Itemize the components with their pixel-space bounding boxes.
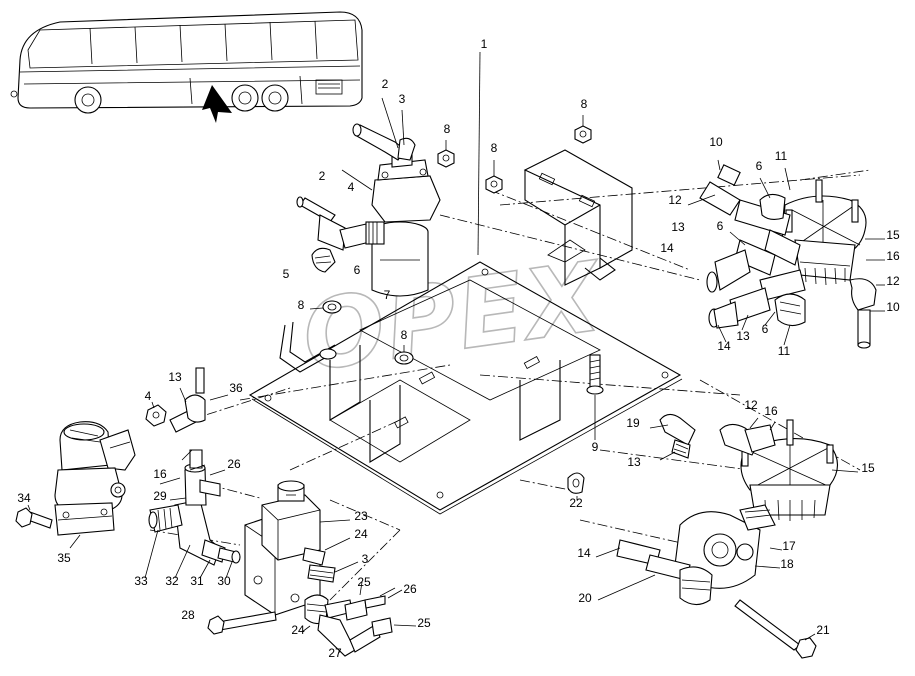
part-callout-4: 4 <box>145 389 152 403</box>
part-callout-31: 31 <box>190 574 204 588</box>
part-callout-7: 7 <box>384 288 391 302</box>
mounting-plate <box>248 261 683 515</box>
part-callout-13: 13 <box>736 329 750 343</box>
part-callout-36: 36 <box>229 381 243 395</box>
part-callout-10: 10 <box>886 300 900 314</box>
part-callout-12: 12 <box>668 193 682 207</box>
part-callout-10: 10 <box>709 135 723 149</box>
part-callout-26: 26 <box>403 582 417 596</box>
bottom-right-valve-assembly <box>595 504 817 659</box>
part-callout-35: 35 <box>57 551 71 565</box>
part-callout-13: 13 <box>168 370 182 384</box>
part-callout-22: 22 <box>569 496 583 510</box>
solenoid-valve-block <box>207 480 359 635</box>
watermark: OPEX <box>296 240 610 393</box>
washer-8-left <box>309 300 342 314</box>
part-callout-12: 12 <box>886 274 900 288</box>
left-valve-assembly <box>15 367 229 549</box>
part-callout-34: 34 <box>17 491 31 505</box>
stud-9 <box>586 354 604 440</box>
part-callout-1: 1 <box>481 37 488 51</box>
part-callout-14: 14 <box>577 546 591 560</box>
part-callout-18: 18 <box>780 557 794 571</box>
part-callout-4: 4 <box>348 180 355 194</box>
lower-tee-fittings <box>144 449 241 579</box>
part-callout-3: 3 <box>399 92 406 106</box>
part-callout-19: 19 <box>626 416 640 430</box>
part-callout-6: 6 <box>762 322 769 336</box>
part-callout-24: 24 <box>291 623 305 637</box>
nut-22 <box>567 472 585 500</box>
part-callout-33: 33 <box>134 574 148 588</box>
part-callout-26: 26 <box>227 457 241 471</box>
part-callout-23: 23 <box>354 509 368 523</box>
part-callout-28: 28 <box>181 608 195 622</box>
part-callout-16: 16 <box>153 467 167 481</box>
part-callout-15: 15 <box>861 461 875 475</box>
part-callout-11: 11 <box>778 344 791 358</box>
part-callout-14: 14 <box>660 241 674 255</box>
upper-valve-assembly <box>296 97 441 297</box>
part-callout-16: 16 <box>886 249 900 263</box>
lower-right-valve-assembly <box>649 413 859 521</box>
part-callout-13: 13 <box>671 220 685 234</box>
part-callout-32: 32 <box>165 574 179 588</box>
part-callout-8: 8 <box>491 141 498 155</box>
part-callout-8: 8 <box>298 298 305 312</box>
part-callout-30: 30 <box>217 574 231 588</box>
valve-bracket <box>523 149 633 286</box>
leader-line-1 <box>477 51 481 256</box>
part-callout-5: 5 <box>283 267 290 281</box>
part-callout-8: 8 <box>581 97 588 111</box>
part-callout-12: 12 <box>744 398 758 412</box>
part-callout-6: 6 <box>354 263 361 277</box>
part-callout-6: 6 <box>717 219 724 233</box>
part-callout-21: 21 <box>816 623 830 637</box>
part-callout-3: 3 <box>362 552 369 566</box>
part-callout-15: 15 <box>886 228 900 242</box>
part-callout-11: 11 <box>775 149 788 163</box>
part-callout-14: 14 <box>717 339 731 353</box>
part-callout-17: 17 <box>782 539 796 553</box>
nut-8-top-3 <box>574 115 592 144</box>
part-callout-16: 16 <box>764 404 778 418</box>
washer-8-center <box>394 345 414 365</box>
part-callout-27: 27 <box>328 646 342 660</box>
upper-right-valve-assembly <box>687 159 885 349</box>
part-callout-20: 20 <box>578 591 592 605</box>
lower-pipe-assembly <box>301 581 417 657</box>
part-callout-24: 24 <box>354 527 368 541</box>
part-callout-25: 25 <box>417 616 431 630</box>
part-callout-2: 2 <box>382 77 389 91</box>
part-callout-8: 8 <box>444 122 451 136</box>
part-callout-6: 6 <box>756 159 763 173</box>
part-callout-2: 2 <box>319 169 326 183</box>
nut-8-top-1 <box>437 140 455 168</box>
part-callout-25: 25 <box>357 575 371 589</box>
bus-location-icon <box>10 11 363 123</box>
nut-8-top-2 <box>485 160 503 194</box>
part-callout-9: 9 <box>592 440 599 454</box>
part-callout-29: 29 <box>153 489 167 503</box>
part-callout-13: 13 <box>627 455 641 469</box>
part-callout-8: 8 <box>401 328 408 342</box>
